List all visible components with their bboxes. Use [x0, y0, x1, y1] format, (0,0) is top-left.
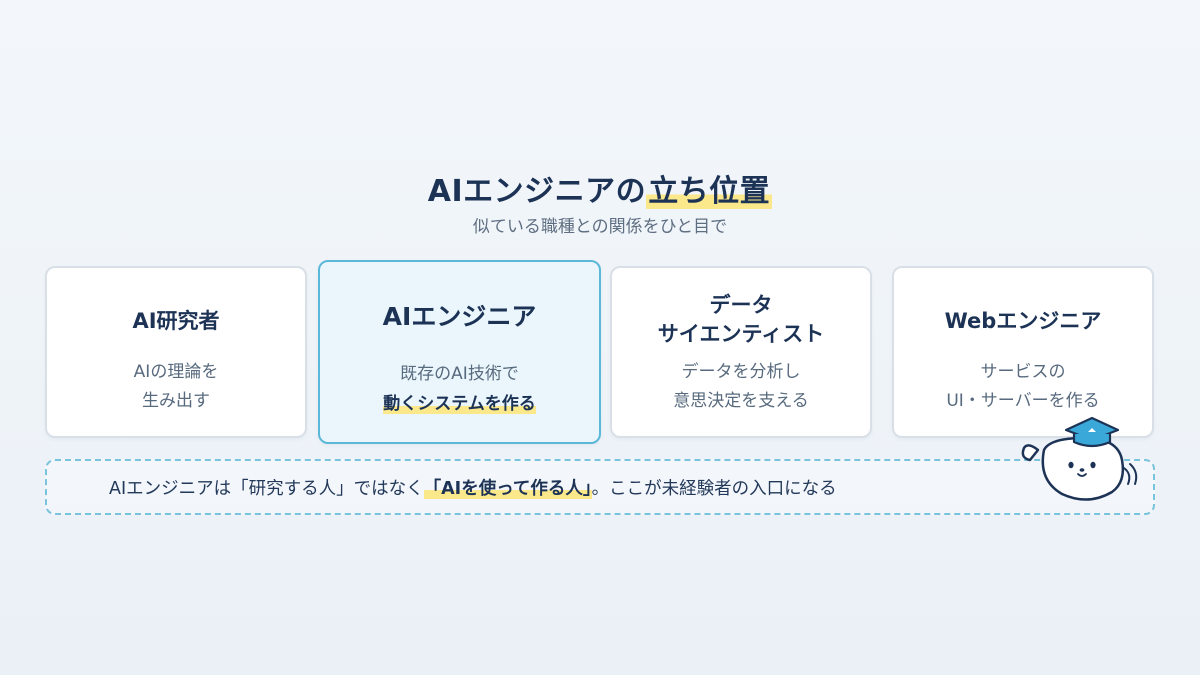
card-data-scientist: データ サイエンティスト データを分析し 意思決定を支える [610, 266, 872, 438]
card-desc-line-1: データを分析し [681, 362, 801, 382]
callout-box: AIエンジニアは「研究する人」ではなく「AIを使って作る人」。ここが未経験者の入… [45, 459, 1155, 515]
callout-text: AIエンジニアは「研究する人」ではなく「AIを使って作る人」。ここが未経験者の入… [109, 475, 837, 500]
callout-text-before: AIエンジニアは「研究する人」ではなく [109, 479, 424, 499]
card-desc-line-2: UI・サーバーを作る [946, 391, 1100, 411]
card-ai-researcher: AI研究者 AIの理論を 生み出す [45, 266, 307, 438]
card-title: AIエンジニア [382, 302, 537, 331]
page-subtitle: 似ている職種との関係をひと目で [472, 217, 728, 237]
card-title: AI研究者 [132, 309, 220, 333]
callout-text-after: 。ここが未経験者の入口になる [591, 479, 837, 499]
card-desc-line-1: サービスの [980, 362, 1066, 382]
seal-mascot-icon [1021, 416, 1138, 501]
card-web-engineer: Webエンジニア サービスの UI・サーバーを作る [892, 266, 1154, 438]
card-desc-strong: 動くシステムを作る [383, 394, 536, 414]
title-highlight: 立ち位置 [646, 174, 773, 209]
title-prefix: AIエンジニアの [427, 174, 647, 209]
card-ai-engineer: AIエンジニア 既存のAI技術で 動くシステムを作る [318, 260, 601, 444]
card-desc-line-2: 意思決定を支える [673, 391, 809, 411]
card-desc-line-2: 生み出す [142, 391, 210, 411]
card-title-line-2: サイエンティスト [657, 322, 825, 346]
card-title-line-1: データ [709, 293, 773, 317]
card-title: Webエンジニア [944, 309, 1102, 333]
card-desc-line-1: 既存のAI技術で [400, 364, 519, 384]
callout-emphasis: 「AIを使って作る人」 [423, 479, 592, 499]
page-title: AIエンジニアの立ち位置 [0, 166, 1200, 210]
card-desc-line-1: AIの理論を [133, 362, 219, 382]
